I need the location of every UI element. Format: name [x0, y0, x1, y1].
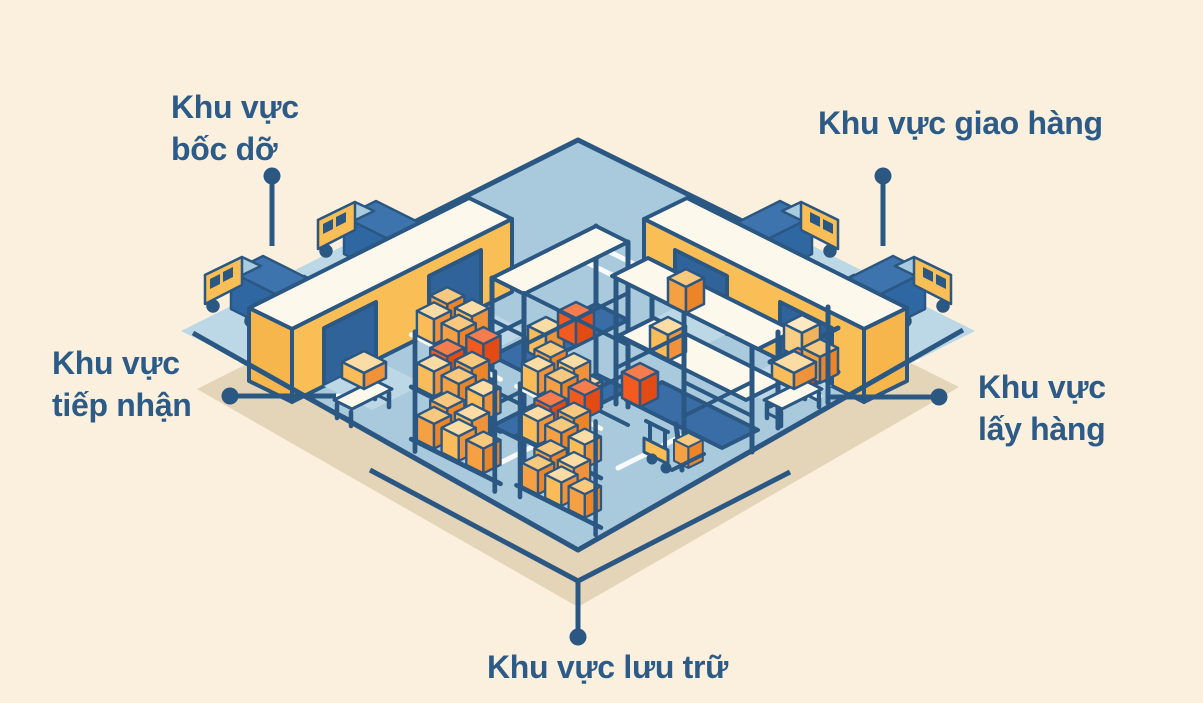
label-unloading-line1: Khu vực — [171, 89, 299, 125]
leader-lines — [221, 167, 948, 406]
label-unloading-line2: bốc dỡ — [171, 131, 278, 167]
label-receiving-area: Khu vực tiếp nhận — [52, 342, 192, 426]
label-receiving-line1: Khu vực — [52, 345, 180, 381]
unloading-leader-line — [263, 167, 281, 246]
floor-front-outline — [191, 327, 965, 553]
label-storage-area: Khu vực lưu trữ — [487, 646, 728, 688]
storage-rack-right — [610, 256, 796, 455]
forklift-icon — [642, 419, 706, 474]
receiving-leader-dot — [221, 387, 239, 405]
label-picking-line2: lấy hàng — [978, 411, 1106, 447]
warehouse-building-left — [247, 196, 514, 404]
label-receiving-line2: tiếp nhận — [52, 387, 192, 423]
unloading-leader-dot — [263, 167, 281, 185]
label-unloading-area: Khu vực bốc dỡ — [171, 86, 299, 170]
storage-leader-dot — [569, 628, 587, 646]
label-delivery-area: Khu vực giao hàng — [818, 102, 1103, 144]
label-storage-text: Khu vực lưu trữ — [487, 649, 729, 685]
picking-leader-dot — [930, 388, 948, 406]
receiving-leader-line — [221, 387, 336, 405]
label-delivery-text: Khu vực giao hàng — [818, 105, 1103, 141]
label-picking-area: Khu vực lấy hàng — [978, 366, 1106, 450]
storage-leader-line — [368, 467, 792, 646]
delivery-leader-dot — [874, 167, 892, 185]
label-picking-line1: Khu vực — [978, 369, 1106, 405]
picking-leader-line — [827, 388, 948, 406]
delivery-leader-line — [874, 167, 892, 246]
